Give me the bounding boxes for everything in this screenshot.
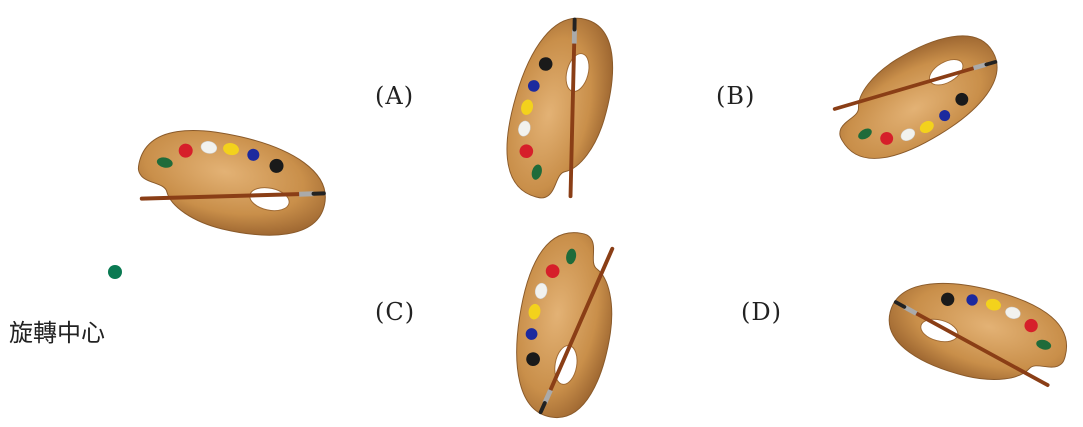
rotation-center-dot	[108, 265, 122, 279]
rotation-center-label: 旋轉中心	[9, 319, 105, 347]
option-a-label: (A)	[375, 82, 415, 110]
option-b-label: (B)	[716, 82, 756, 110]
option-c-label: (C)	[375, 298, 416, 326]
option-d-label: (D)	[741, 298, 782, 326]
